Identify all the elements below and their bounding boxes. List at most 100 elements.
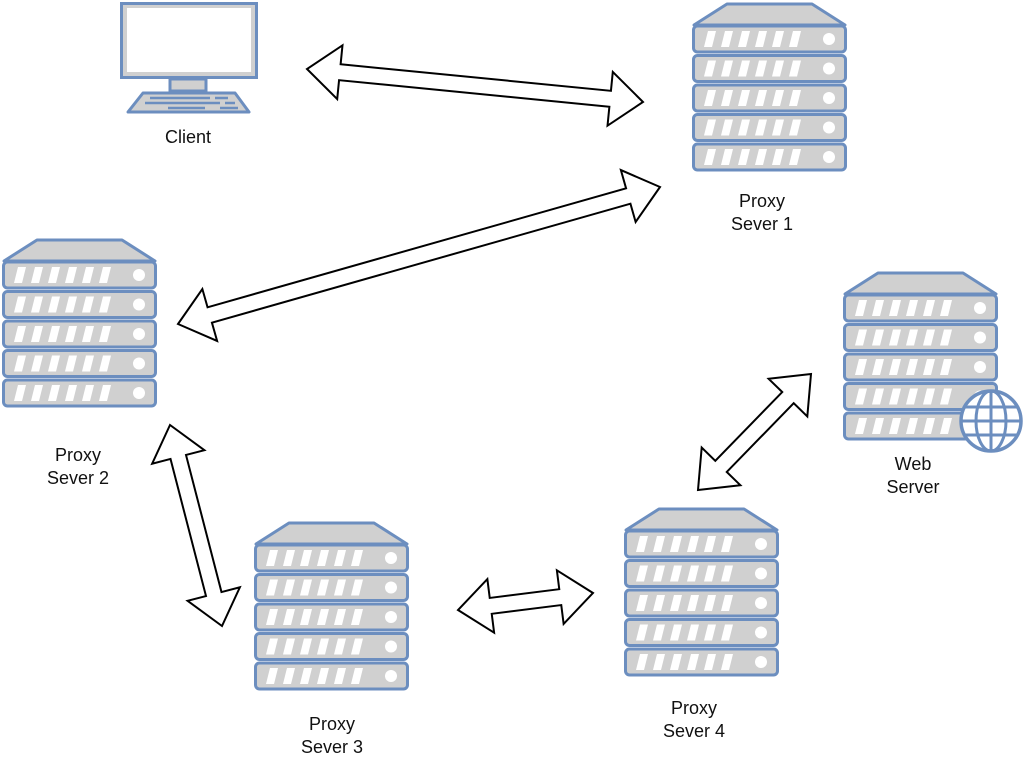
server-led — [823, 121, 835, 134]
server-vent — [48, 296, 60, 313]
server-vent — [351, 579, 363, 596]
server-vent — [670, 654, 682, 670]
server-vent — [99, 355, 111, 372]
server-unit — [2, 378, 157, 408]
server-icon — [2, 238, 157, 408]
server-led — [755, 626, 767, 639]
server-vent — [772, 90, 784, 106]
server-led — [385, 640, 397, 653]
server-vent — [704, 119, 716, 136]
server-icon — [254, 521, 409, 691]
node-label-proxy4: Proxy Sever 4 — [624, 697, 764, 743]
server-vent — [334, 638, 346, 655]
node-label-proxy3: Proxy Sever 3 — [262, 713, 402, 759]
server-vent — [65, 355, 77, 372]
server-vent — [755, 119, 767, 136]
server-vent — [317, 668, 329, 684]
server-vent — [940, 359, 952, 375]
server-vent — [704, 595, 716, 611]
server-icon — [692, 2, 847, 172]
server-vent — [889, 329, 901, 346]
server-vent — [721, 119, 733, 136]
server-led — [755, 597, 767, 609]
server-top — [692, 2, 847, 27]
server-vent — [31, 296, 43, 313]
server-vent — [636, 624, 648, 641]
server-vent — [351, 638, 363, 655]
server-led — [385, 670, 397, 682]
server-vent — [670, 536, 682, 552]
server-led — [974, 302, 986, 314]
nodes-layer — [2, 2, 1023, 691]
label-line: Sever 3 — [300, 737, 364, 757]
server-vent — [334, 668, 346, 684]
server-vent — [82, 296, 94, 313]
node-label-proxy2: Proxy Sever 2 — [8, 444, 148, 490]
server-vent — [704, 31, 716, 47]
server-vent — [653, 595, 665, 611]
server-vent — [99, 296, 111, 313]
server-vent — [906, 418, 918, 434]
server-unit — [624, 647, 779, 677]
server-vent — [687, 565, 699, 582]
server-unit — [624, 559, 779, 588]
server-vent — [636, 536, 648, 552]
server-vent — [721, 60, 733, 77]
server-icon — [843, 271, 1023, 453]
server-led — [133, 269, 145, 281]
server-vent — [48, 355, 60, 372]
server-vent — [923, 300, 935, 316]
label-line: Proxy — [738, 191, 785, 211]
server-vent — [906, 359, 918, 375]
server-vent — [772, 60, 784, 77]
server-vent — [721, 654, 733, 670]
globe-icon — [959, 389, 1023, 453]
server-vent — [82, 267, 94, 283]
server-vent — [923, 418, 935, 434]
server-vent — [789, 31, 801, 47]
server-vent — [855, 329, 867, 346]
server-vent — [923, 359, 935, 375]
server-vent — [31, 385, 43, 401]
server-vent — [48, 267, 60, 283]
server-vent — [653, 536, 665, 552]
server-vent — [317, 579, 329, 596]
server-vent — [636, 565, 648, 582]
server-vent — [855, 418, 867, 434]
server-vent — [99, 385, 111, 401]
server-vent — [923, 329, 935, 346]
server-vent — [31, 267, 43, 283]
server-unit — [254, 632, 409, 661]
server-led — [755, 538, 767, 550]
server-led — [823, 92, 835, 104]
server-vent — [738, 90, 750, 106]
server-vent — [755, 31, 767, 47]
server-vent — [283, 609, 295, 625]
server-vent — [721, 595, 733, 611]
server-vent — [687, 654, 699, 670]
double-arrow-proxy1-proxy2 — [176, 168, 662, 343]
server-vent — [789, 119, 801, 136]
server-vent — [82, 326, 94, 342]
server-vent — [636, 654, 648, 670]
server-unit — [2, 290, 157, 319]
server-vent — [738, 119, 750, 136]
server-led — [823, 33, 835, 45]
label-line: Sever 1 — [730, 214, 794, 234]
server-vent — [351, 668, 363, 684]
server-vent — [872, 388, 884, 405]
server-vent — [940, 418, 952, 434]
server-vent — [317, 638, 329, 655]
server-vent — [687, 624, 699, 641]
server-vent — [351, 550, 363, 566]
node-label-client: Client — [118, 126, 258, 149]
server-vent — [283, 579, 295, 596]
server-vent — [889, 388, 901, 405]
server-vent — [266, 638, 278, 655]
server-vent — [940, 300, 952, 316]
server-vent — [317, 609, 329, 625]
server-vent — [14, 355, 26, 372]
server-vent — [923, 388, 935, 405]
server-vent — [14, 267, 26, 283]
server-vent — [283, 550, 295, 566]
